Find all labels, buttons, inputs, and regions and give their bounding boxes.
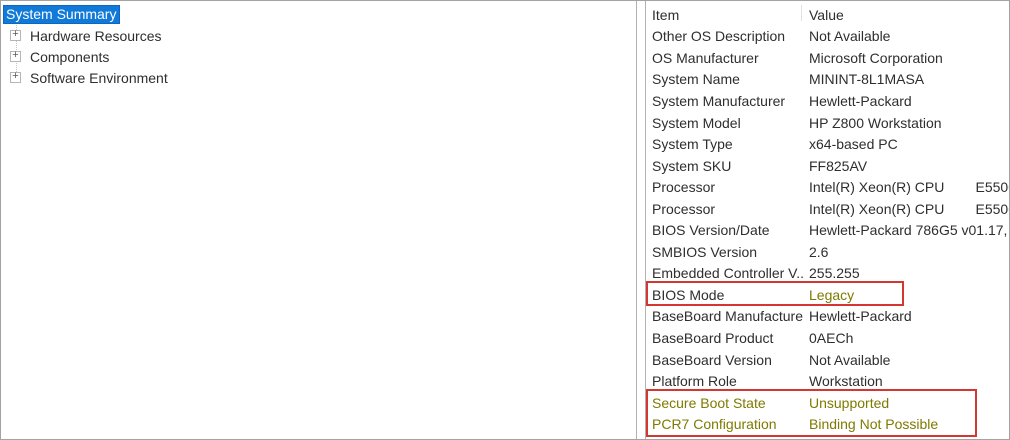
row-value-label: Hewlett-Packard	[809, 92, 912, 109]
table-row[interactable]: BIOS Version/Date Hewlett-Packard 786G5 …	[646, 219, 1009, 241]
row-value-label: Hewlett-Packard 786G5 v01.17, 8/	[809, 222, 1009, 239]
row-value-label: 0AECh	[809, 329, 854, 346]
row-item-label: System Type	[652, 136, 733, 153]
table-row[interactable]: System Manufacturer Hewlett-Packard	[646, 90, 1009, 112]
table-row[interactable]: Secure Boot State Unsupported	[646, 392, 1009, 414]
table-row[interactable]: System SKU FF825AV	[646, 155, 1009, 177]
tree-item-components[interactable]: Components	[1, 46, 636, 67]
row-item-label: OS Manufacturer	[652, 49, 759, 66]
row-value-label: HP Z800 Workstation	[809, 114, 942, 131]
row-value-label: 2.6	[809, 243, 829, 260]
table-row[interactable]: Processor Intel(R) Xeon(R) CPU E5506	[646, 198, 1009, 220]
row-item-label: Platform Role	[652, 373, 737, 390]
table-row[interactable]: System Type x64-based PC	[646, 133, 1009, 155]
row-item-label: BaseBoard Manufacturer	[652, 308, 803, 325]
table-row[interactable]: BaseBoard Product 0AECh	[646, 327, 1009, 349]
row-item-label: Secure Boot State	[652, 394, 766, 411]
column-header-item[interactable]: Item	[652, 6, 680, 23]
table-row[interactable]: BaseBoard Manufacturer Hewlett-Packard	[646, 306, 1009, 328]
tree-item-system-summary[interactable]: System Summary	[1, 4, 636, 25]
category-tree-panel: System Summary Hardware Resources Compon…	[1, 1, 637, 439]
row-item-label: PCR7 Configuration	[652, 416, 777, 433]
row-item-label: System SKU	[652, 157, 732, 174]
table-row[interactable]: BIOS Mode Legacy	[646, 284, 1009, 306]
row-item-label: BaseBoard Version	[652, 351, 772, 368]
column-header-value[interactable]: Value	[809, 6, 844, 23]
tree-item-label: Hardware Resources	[30, 27, 162, 44]
row-item-label: BIOS Version/Date	[652, 222, 770, 239]
row-item-label: System Model	[652, 114, 741, 131]
table-row[interactable]: OS Manufacturer Microsoft Corporation	[646, 47, 1009, 69]
tree-connector-line	[16, 22, 17, 74]
details-header-row: Item Value	[646, 4, 1009, 26]
tree-item-hardware-resources[interactable]: Hardware Resources	[1, 25, 636, 46]
column-separator[interactable]	[801, 5, 802, 21]
table-row[interactable]: Platform Role Workstation	[646, 370, 1009, 392]
table-row[interactable]: Other OS Description Not Available	[646, 26, 1009, 48]
row-value-label: FF825AV	[809, 157, 868, 174]
tree-item-label: Components	[30, 48, 110, 65]
row-item-label: System Name	[652, 71, 740, 88]
table-row[interactable]: SMBIOS Version 2.6	[646, 241, 1009, 263]
table-row[interactable]: PCR7 Configuration Binding Not Possible	[646, 413, 1009, 435]
row-item-label: Other OS Description	[652, 28, 786, 45]
details-rows: Other OS Description Not Available OS Ma…	[646, 26, 1009, 435]
row-value-label: Microsoft Corporation	[809, 49, 943, 66]
row-value-label: Not Available	[809, 351, 891, 368]
expand-plus-icon[interactable]	[10, 72, 21, 83]
table-row[interactable]: Processor Intel(R) Xeon(R) CPU E5506	[646, 176, 1009, 198]
expand-plus-icon[interactable]	[10, 30, 21, 41]
tree: System Summary Hardware Resources Compon…	[1, 1, 636, 88]
table-row[interactable]: Embedded Controller V... 255.255	[646, 263, 1009, 285]
row-item-label: System Manufacturer	[652, 92, 786, 109]
row-item-label: Embedded Controller V...	[652, 265, 803, 282]
row-item-label: Processor	[652, 200, 716, 217]
row-item-label: SMBIOS Version	[652, 243, 758, 260]
row-value-label: Not Available	[809, 28, 891, 45]
panel-divider[interactable]	[637, 1, 645, 439]
row-value-label: 255.255	[809, 265, 860, 282]
expand-plus-icon[interactable]	[10, 51, 21, 62]
tree-item-software-environment[interactable]: Software Environment	[1, 67, 636, 88]
row-value-label: Unsupported	[809, 394, 890, 411]
row-item-label: BaseBoard Product	[652, 329, 774, 346]
row-value-label: Legacy	[809, 286, 855, 303]
row-item-label: BIOS Mode	[652, 286, 725, 303]
row-value-label: Intel(R) Xeon(R) CPU E5506	[809, 179, 1009, 196]
row-value-label: x64-based PC	[809, 136, 898, 153]
table-row[interactable]: BaseBoard Version Not Available	[646, 349, 1009, 371]
row-value-label: MININT-8L1MASA	[809, 71, 925, 88]
table-row[interactable]: System Name MININT-8L1MASA	[646, 69, 1009, 91]
row-item-label: Processor	[652, 179, 716, 196]
row-value-label: Binding Not Possible	[809, 416, 939, 433]
table-row[interactable]: System Model HP Z800 Workstation	[646, 112, 1009, 134]
row-value-label: Hewlett-Packard	[809, 308, 912, 325]
row-value-label: Workstation	[809, 373, 883, 390]
details-panel: Item Value Other OS Description Not Avai…	[645, 1, 1009, 439]
tree-item-label: Software Environment	[30, 69, 168, 86]
tree-item-label: System Summary	[3, 5, 121, 24]
row-value-label: Intel(R) Xeon(R) CPU E5506	[809, 200, 1009, 217]
